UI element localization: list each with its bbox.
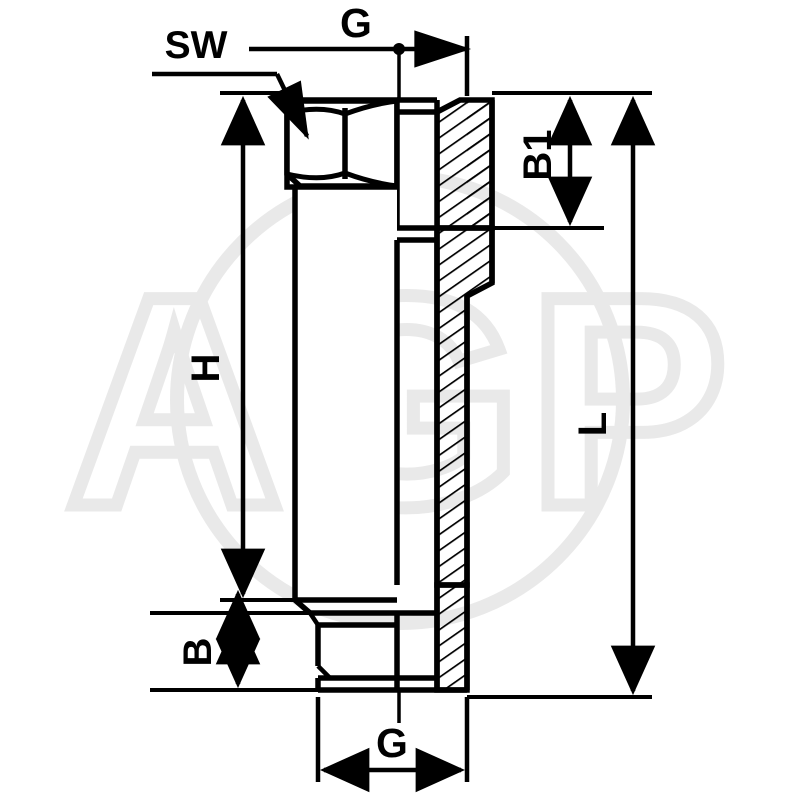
section-hatch-lower [434,582,470,693]
dimension-b1: B1 [492,91,604,230]
dimension-label-g-bottom: G [376,720,408,766]
dimension-label-l: L [571,412,615,436]
dimension-g-top: G [249,0,472,100]
upper-port-bore [394,97,440,690]
dimension-label-h: H [184,354,228,383]
dimension-label-b1: B1 [516,129,560,180]
dimension-l: L [467,91,656,699]
dimension-g-bottom: G [315,690,470,793]
hexagon-head [284,97,400,190]
part-outline-group [284,97,495,693]
dimension-sw: SW [152,24,310,140]
dimension-b: B [150,589,318,692]
dimension-label-sw: SW [165,24,228,67]
outer-right-edge [437,100,495,693]
dimension-label-b: B [176,638,220,667]
body-barrel [292,184,400,600]
shoulder-transition [293,597,437,616]
section-hatch-upper [434,97,495,231]
dimension-label-g-top: G [340,0,372,46]
